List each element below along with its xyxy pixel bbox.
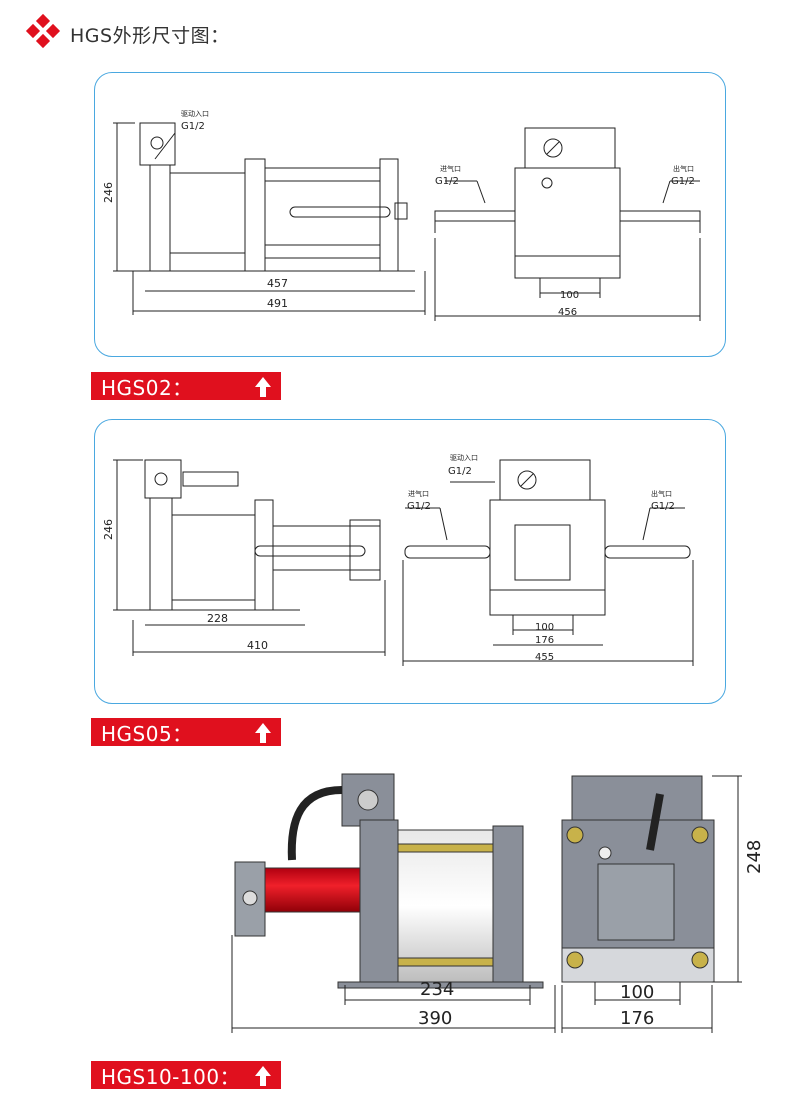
page-title: HGS外形尺寸图： <box>70 24 230 47</box>
model-label-text: HGS10-100： <box>101 1064 241 1089</box>
hgs10-dim-len1: 234 <box>420 979 454 1000</box>
hgs05-inlet-label: 进气口 <box>408 489 429 498</box>
hgs05-drive-port-label: 驱动入口 <box>450 453 478 462</box>
hgs02-dim-height: 246 <box>102 182 115 203</box>
drawing-panel-hgs05: 246 228 410 100 176 455 驱动入口 G1/2 进气口 G1… <box>94 419 726 704</box>
hgs02-dim-len2: 491 <box>267 297 288 310</box>
hgs02-outlet-label: 出气口 <box>673 164 694 173</box>
hgs02-inlet-label: 进气口 <box>440 164 461 173</box>
hgs02-drawing: 246 457 491 100 456 驱动入口 G1/2 进气口 G1/2 出… <box>102 109 701 321</box>
diamond-logo-icon <box>22 13 66 54</box>
model-label-text: HGS02： <box>101 375 193 400</box>
model-label-text: HGS05： <box>101 721 193 746</box>
hgs05-drive-port-size: G1/2 <box>448 466 472 477</box>
drawing-panel-hgs02: 246 457 491 100 456 驱动入口 G1/2 进气口 G1/2 出… <box>94 72 726 357</box>
hgs02-drive-port-label: 驱动入口 <box>181 109 209 118</box>
hgs05-outlet-size: G1/2 <box>651 501 675 512</box>
hgs05-dim-len2: 410 <box>247 639 268 652</box>
model-label-hgs05: HGS05： <box>91 718 281 746</box>
model-label-hgs02: HGS02： <box>91 372 281 400</box>
hgs05-inlet-size: G1/2 <box>407 501 431 512</box>
hgs02-dim-width: 456 <box>558 307 577 318</box>
hgs02-dim-base: 100 <box>560 290 579 301</box>
hgs05-dim-base1: 100 <box>535 622 554 633</box>
up-arrow-icon[interactable] <box>253 722 273 744</box>
hgs10-dim-len2: 390 <box>418 1008 452 1029</box>
hgs10-render: 234 390 100 176 248 <box>231 773 765 1033</box>
page-header: HGS外形尺寸图： <box>22 13 230 54</box>
hgs10-dim-base2: 176 <box>620 1008 654 1029</box>
up-arrow-icon[interactable] <box>253 1065 273 1087</box>
hgs02-drive-port-size: G1/2 <box>181 121 205 132</box>
model-label-hgs10-100: HGS10-100： <box>91 1061 281 1089</box>
hgs05-dim-base2: 176 <box>535 635 554 646</box>
hgs10-dim-height: 248 <box>744 840 765 874</box>
hgs05-dim-height: 246 <box>102 519 115 540</box>
hgs05-drawing: 246 228 410 100 176 455 驱动入口 G1/2 进气口 G1… <box>102 453 694 666</box>
hgs02-outlet-size: G1/2 <box>671 176 695 187</box>
hgs05-dim-width: 455 <box>535 652 554 663</box>
hgs05-dim-len1: 228 <box>207 612 228 625</box>
hgs02-dim-len1: 457 <box>267 277 288 290</box>
hgs10-dim-base1: 100 <box>620 982 654 1003</box>
hgs05-outlet-label: 出气口 <box>651 489 672 498</box>
hgs02-inlet-size: G1/2 <box>435 176 459 187</box>
up-arrow-icon[interactable] <box>253 376 273 398</box>
